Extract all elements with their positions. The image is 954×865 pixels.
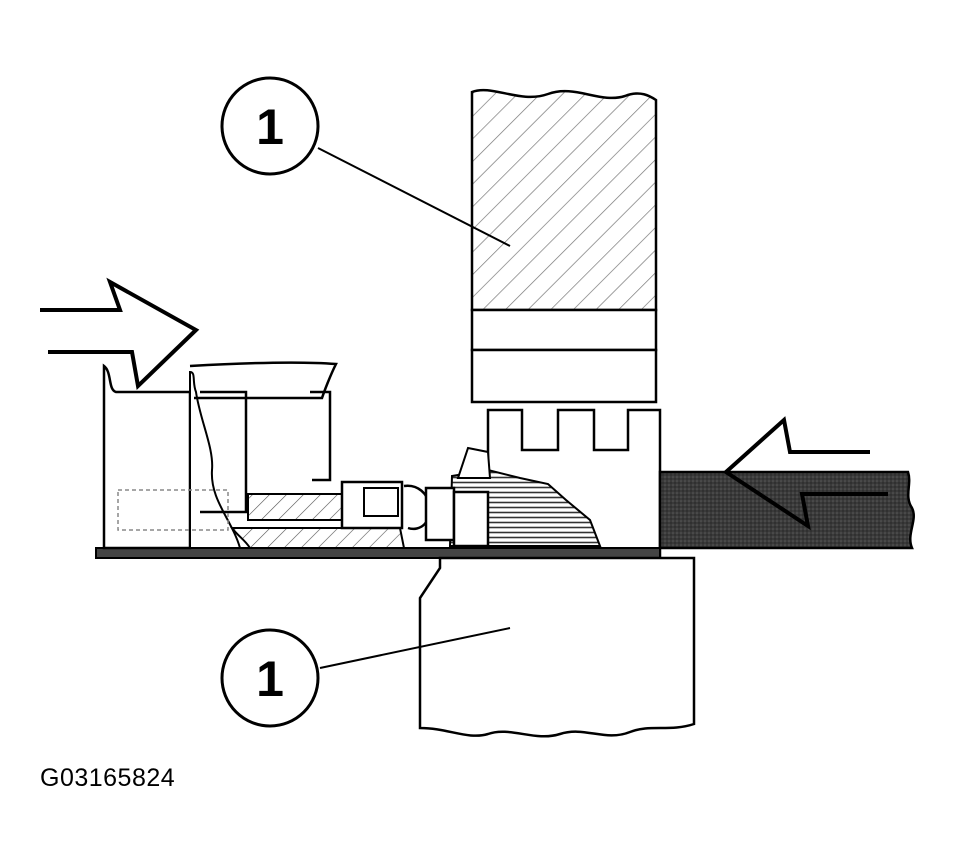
base-plate [95,547,661,559]
callout-label: 1 [256,651,284,707]
right-arrow [722,416,888,531]
clip-parts [340,480,490,548]
lower-hatched-strip [229,493,406,549]
callout-label: 1 [256,99,284,155]
figure-id-code: G03165824 [40,764,176,792]
left-arrow [40,277,200,391]
callout-lower: 1 [220,628,320,728]
callout-upper: 1 [220,76,320,176]
upper-hatched-component [470,88,658,404]
lower-support-block [418,556,696,738]
leader-lines [317,147,511,669]
cup-component [102,361,338,550]
